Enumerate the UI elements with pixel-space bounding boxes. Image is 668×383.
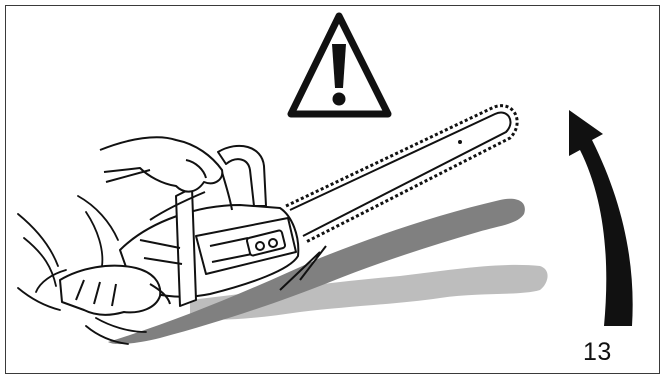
upper-glove (100, 137, 222, 191)
warning-triangle-icon (291, 16, 388, 114)
curved-arrow-up-icon (569, 110, 633, 326)
figure-number: 13 (583, 338, 612, 367)
